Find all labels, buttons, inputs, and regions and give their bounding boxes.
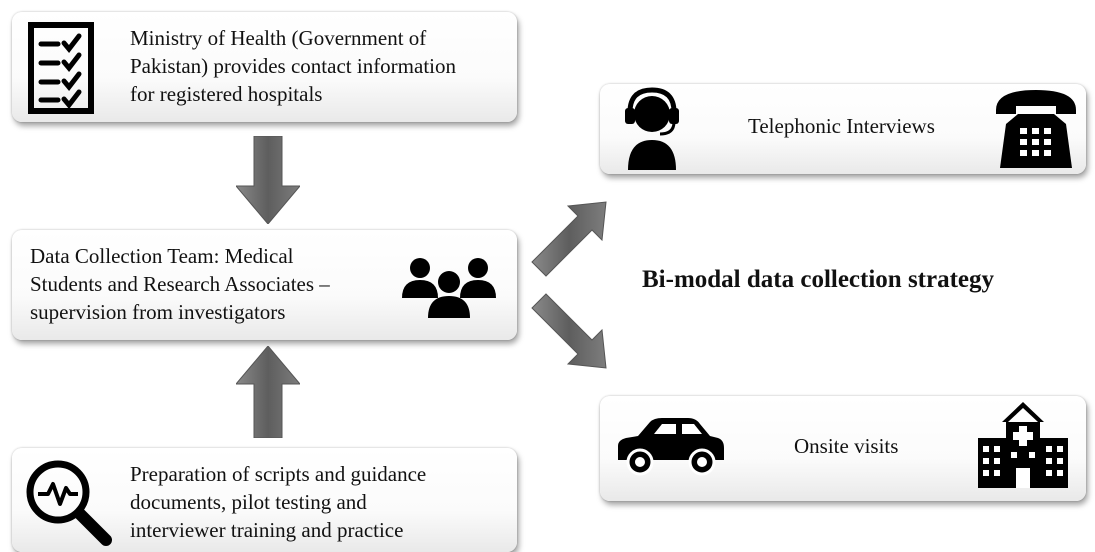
team-group-icon [402, 258, 496, 318]
telephonic-label: Telephonic Interviews [748, 114, 935, 138]
hospital-icon [978, 402, 1068, 488]
magnifier-pulse-icon [26, 460, 112, 546]
prep-text-line: documents, pilot testing and [130, 490, 367, 514]
ministry-text-line: for registered hospitals [130, 82, 323, 106]
data-collection-team-box: Data Collection Team: Medical Students a… [12, 230, 517, 340]
ministry-box: Ministry of Health (Government of Pakist… [12, 12, 517, 122]
team-text-line: Students and Research Associates – [30, 272, 330, 296]
headset-operator-icon [625, 87, 679, 170]
onsite-box: Onsite visits [600, 396, 1086, 501]
up-arrow [236, 346, 300, 438]
down-arrow [236, 136, 300, 224]
onsite-label: Onsite visits [794, 434, 899, 458]
ministry-text-line: Ministry of Health (Government of [130, 26, 427, 50]
prep-text-line: interviewer training and practice [130, 518, 404, 542]
arrow-to-telephonic [531, 201, 607, 277]
prep-text-line: Preparation of scripts and guidance [130, 462, 427, 486]
car-icon [618, 418, 724, 476]
arrow-to-onsite [531, 293, 607, 369]
preparation-box: Preparation of scripts and guidance docu… [12, 448, 517, 552]
desk-phone-icon [996, 90, 1076, 168]
telephonic-box: Telephonic Interviews [600, 84, 1086, 174]
team-text-line: supervision from investigators [30, 300, 286, 324]
ministry-text-line: Pakistan) provides contact information [130, 54, 457, 78]
strategy-title: Bi-modal data collection strategy [642, 266, 995, 293]
checklist-icon [28, 22, 94, 114]
team-text-line: Data Collection Team: Medical [30, 244, 294, 268]
